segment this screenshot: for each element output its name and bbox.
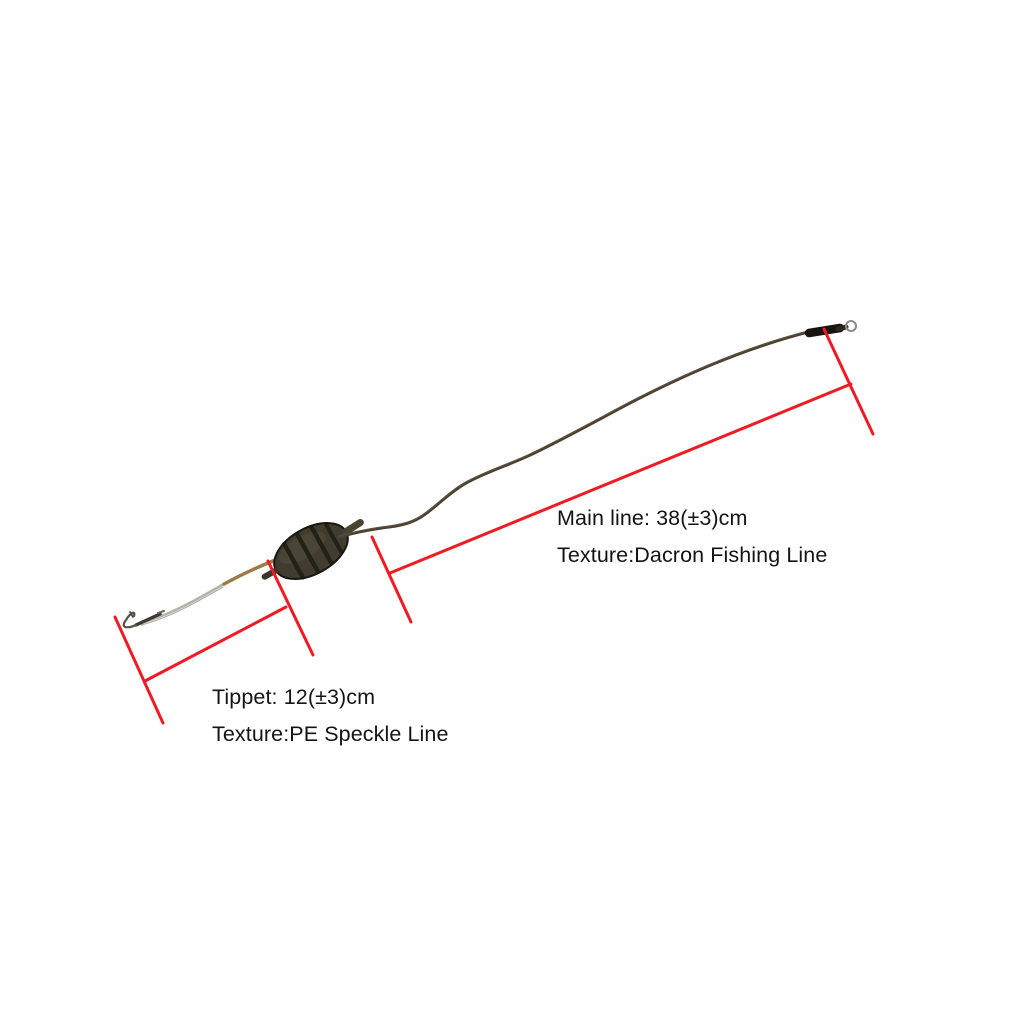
main-line-highlight [338,329,813,537]
sinker-right-taper [342,518,364,536]
tippet-dimension-span [143,605,288,683]
tippet-annotation: Tippet: 12(±3)cm Texture:PE Speckle Line [212,685,449,746]
main-line-dimension [370,327,875,624]
main-dimension-tick-left [370,535,413,624]
tippet-line-shadow [140,586,224,626]
main-line-length-label: Main line: 38(±3)cm [557,506,748,530]
hook-shank [134,612,162,627]
hook-bend [122,611,138,629]
swivel-connector [804,319,858,338]
main-line-texture-label: Texture:Dacron Fishing Line [557,542,828,567]
hook-point [129,611,134,618]
tippet-texture-label: Texture:PE Speckle Line [212,721,449,746]
swivel-sleeve-taper [835,324,849,332]
fishing-hook [122,610,165,629]
main-dimension-tick-right [822,327,875,436]
tippet-dimension-tick-left [113,615,165,725]
tippet-dimension [113,559,315,725]
main-line [337,329,814,539]
sinker-weight [261,518,364,580]
swivel-ring-icon [844,319,858,333]
sinker-ribs [282,523,344,580]
tippet-dimension-tick-right [266,559,315,657]
hook-eye [157,610,165,614]
tippet-line-group [138,553,292,626]
main-dimension-span [388,382,853,575]
main-line-group [337,329,814,539]
main-line-annotation: Main line: 38(±3)cm Texture:Dacron Fishi… [557,506,828,567]
tippet-length-label: Tippet: 12(±3)cm [212,685,376,709]
